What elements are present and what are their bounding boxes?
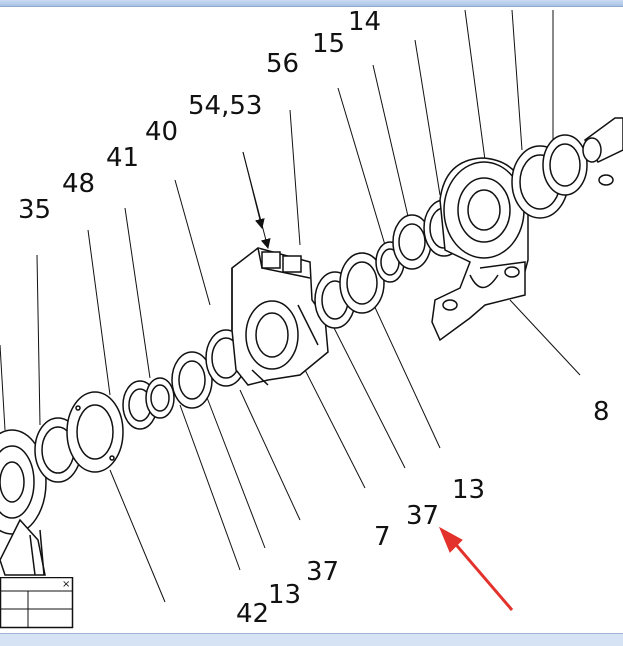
label-56: 56 <box>266 49 299 79</box>
label-37-right: 37 <box>406 501 439 531</box>
window-bottom-bar <box>0 633 623 646</box>
ring-7 <box>339 252 385 314</box>
label-41: 41 <box>106 143 139 173</box>
red-annotation-arrow <box>438 526 514 611</box>
window-top-bar <box>0 0 623 7</box>
label-13-left: 13 <box>268 580 301 610</box>
label-48: 48 <box>62 169 95 199</box>
label-54-53: 54,53 <box>188 91 262 121</box>
drawing-canvas: 14 15 56 54,53 40 41 48 35 8 13 37 7 37 … <box>0 6 623 633</box>
ring-37 <box>314 271 356 329</box>
label-35: 35 <box>18 195 51 225</box>
label-14: 14 <box>348 7 381 37</box>
shaft-pin <box>582 117 623 186</box>
label-40: 40 <box>145 117 178 147</box>
right-housing <box>431 157 529 342</box>
title-block: × <box>0 576 74 629</box>
ring-42 <box>171 351 213 409</box>
label-37-left: 37 <box>306 557 339 587</box>
label-15: 15 <box>312 29 345 59</box>
title-block-close-mark: × <box>62 579 70 590</box>
seal-right-2 <box>542 134 588 196</box>
label-8: 8 <box>593 397 610 427</box>
flange-48 <box>66 391 124 473</box>
leader-lines <box>0 9 581 603</box>
ring-40 <box>145 377 175 419</box>
label-42: 42 <box>236 599 269 629</box>
flange-15 <box>392 214 432 270</box>
center-housing <box>231 247 329 386</box>
label-7: 7 <box>374 522 391 552</box>
left-housing <box>0 429 47 576</box>
label-13-right: 13 <box>452 475 485 505</box>
